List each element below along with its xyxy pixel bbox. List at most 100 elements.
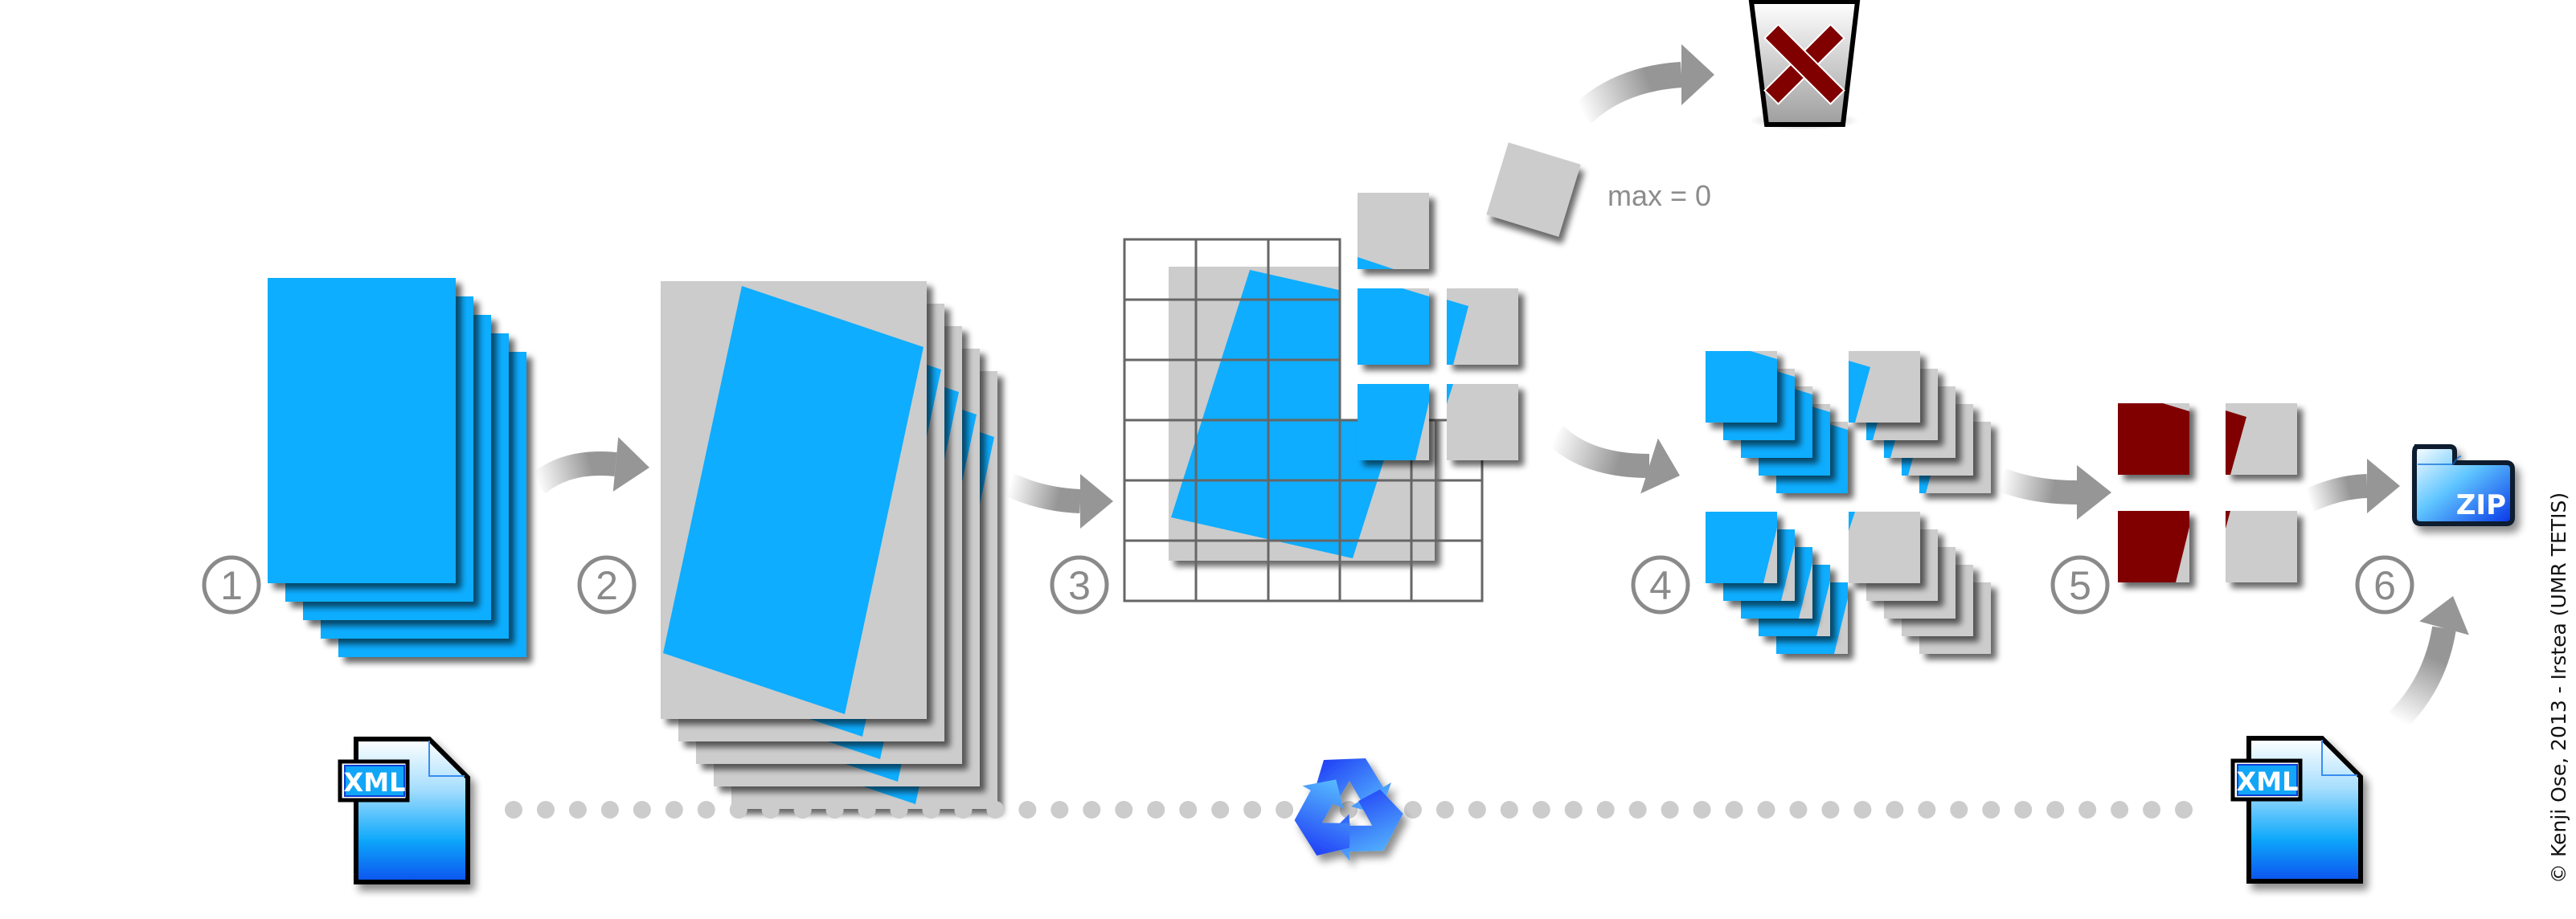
- connector-dot: [1532, 801, 1550, 819]
- mask-part: [2118, 511, 2189, 582]
- connector-dot: [1403, 801, 1422, 819]
- mask-part: [2118, 403, 2189, 475]
- flow-arrow: [1546, 425, 1680, 494]
- connector-dot: [1821, 801, 1840, 819]
- tile-image-part: [1447, 384, 1453, 404]
- rotated-image: [663, 286, 924, 714]
- step5-masked-tiles: [2118, 403, 2297, 582]
- step-number-4: 4: [1631, 555, 1690, 615]
- tile-background: [1358, 193, 1429, 269]
- grid-lines: [1123, 238, 1484, 602]
- connector-dot: [761, 801, 780, 819]
- rotated-image: [1202, 270, 1340, 420]
- connector-dot: [1596, 801, 1615, 819]
- connector-dot: [1628, 801, 1647, 819]
- connector-dot: [1918, 801, 1936, 819]
- connector-dot: [729, 801, 747, 819]
- tile-image-part: [1706, 512, 1777, 583]
- tile-stack: [1849, 512, 1991, 654]
- discard-group: max = 0: [1486, 142, 1711, 237]
- arrow-head: [1681, 44, 1714, 105]
- connector-dot: [1757, 801, 1775, 819]
- step-circle: [1631, 555, 1690, 615]
- connector-dot: [633, 801, 651, 819]
- step-number-1: 1: [202, 555, 261, 615]
- connector-dot: [1661, 801, 1679, 819]
- tile-image-part: [1358, 257, 1394, 269]
- connector-dot: [1147, 801, 1165, 819]
- step-number-3: 3: [1050, 555, 1109, 615]
- grid-cell: [1410, 539, 1484, 602]
- connector-dot: [1243, 801, 1262, 819]
- flow-arrow: [2304, 459, 2400, 513]
- connector-dot: [1115, 801, 1133, 819]
- connector-dot: [568, 801, 587, 819]
- connector-dot: [986, 801, 1005, 819]
- connector-dot: [665, 801, 683, 819]
- step-number-label: 6: [2373, 563, 2396, 608]
- arrow-head: [2419, 596, 2469, 635]
- stacked-tile: [1849, 351, 1920, 423]
- page-fold: [428, 741, 465, 777]
- connector-dot: [1950, 801, 1968, 819]
- tile-image-part: [1849, 512, 1855, 531]
- xml-label: XML: [2237, 766, 2299, 797]
- connector-dot: [600, 801, 619, 819]
- arrow-shaft: [2389, 626, 2456, 729]
- arrow-shaft: [1004, 473, 1081, 513]
- connector-dot: [1435, 801, 1454, 819]
- x-bar: [1763, 23, 1845, 105]
- connector-dot: [2175, 801, 2193, 819]
- connector-dot: [793, 801, 812, 819]
- tile: [1358, 193, 1429, 269]
- max-zero-label: max = 0: [1607, 179, 1711, 212]
- stacked-tile: [1706, 351, 1777, 423]
- flow-arrow: [530, 437, 649, 494]
- step-number-label: 5: [2069, 563, 2091, 608]
- step-circle: [2355, 555, 2414, 615]
- connector-dot: [1564, 801, 1583, 819]
- tile-background: [2226, 511, 2297, 582]
- step-number-6: 6: [2355, 555, 2414, 615]
- step-number-label: 4: [1649, 563, 1672, 608]
- masked-tile: [2118, 511, 2189, 582]
- step-number-label: 2: [596, 563, 618, 608]
- page-fold: [2321, 740, 2357, 776]
- zip-folder-icon: ZIP: [2412, 444, 2515, 526]
- arrow-head: [2077, 465, 2111, 520]
- flow-arrow: [1997, 465, 2111, 520]
- arrow-shaft: [1573, 62, 1683, 124]
- arrow-shaft: [1997, 468, 2078, 504]
- trash-can-icon: [1748, 0, 1861, 130]
- arrow-head: [2367, 459, 2400, 513]
- connector-dot: [1018, 801, 1037, 819]
- connector-dot: [1853, 801, 1872, 819]
- connector-dot: [1050, 801, 1069, 819]
- arrow-head: [1640, 438, 1680, 494]
- tile-stack: [1706, 351, 1848, 493]
- stacked-tile: [1706, 512, 1777, 583]
- connector-dot: [1468, 801, 1486, 819]
- tile-image-part: [1447, 300, 1468, 365]
- connector-dot: [505, 801, 522, 819]
- input-xml-file-icon: XML: [338, 737, 470, 884]
- connector-dot: [2143, 801, 2161, 819]
- connector-dot: [1789, 801, 1808, 819]
- connector-dot: [890, 801, 908, 819]
- step-number-2: 2: [577, 555, 637, 615]
- connector-dot: [1725, 801, 1743, 819]
- arrow-shaft: [530, 451, 617, 494]
- badge-fill: [2237, 764, 2298, 796]
- arrow-shaft: [2304, 474, 2368, 512]
- tile: [1447, 384, 1518, 460]
- connector-dot: [825, 801, 844, 819]
- flow-arrow: [1004, 473, 1113, 529]
- xml-label: XML: [344, 767, 406, 798]
- connector-dot: [1211, 801, 1230, 819]
- connector-dot: [1276, 801, 1294, 819]
- step4-tile-stacks: [1706, 351, 1991, 654]
- step-number-label: 3: [1068, 563, 1091, 608]
- copyright-text: © Kenji Ose, 2013 - Irstea (UMR TETIS): [2547, 492, 2570, 884]
- step3-extracted-tiles: [1358, 193, 1518, 460]
